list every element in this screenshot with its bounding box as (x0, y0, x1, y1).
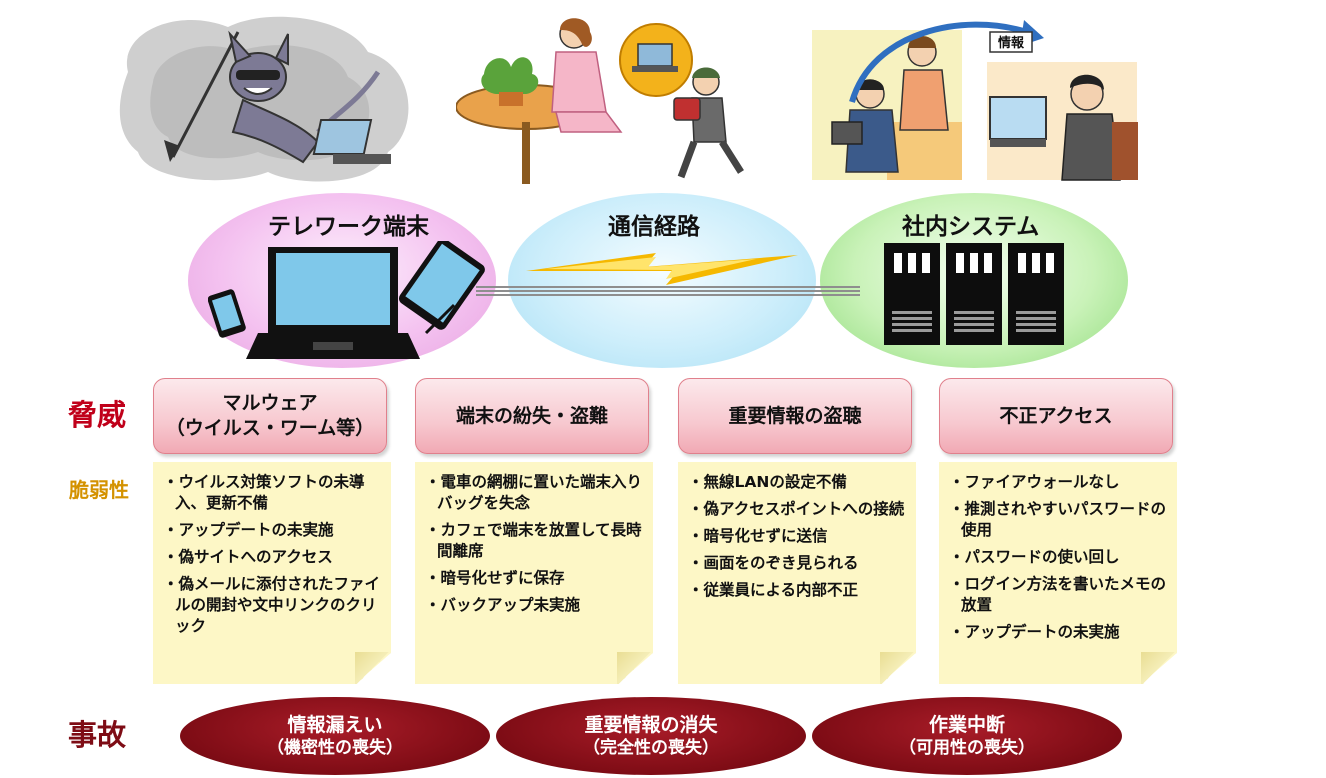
note-fold-corner (355, 652, 391, 684)
threat-device-loss: 端末の紛失・盗難 (415, 378, 649, 454)
monitor-icon (989, 96, 1047, 140)
internal-system-zone: 社内システム (820, 193, 1128, 368)
row-label-accident: 事故 (68, 718, 127, 752)
vulnerability-item: 電車の網棚に置いた端末入りバッグを失念 (425, 472, 645, 514)
telework-terminal-zone: テレワーク端末 (188, 193, 496, 368)
info-tag-label: 情報 (998, 35, 1025, 51)
accident-sub: （可用性の喪失） (899, 738, 1035, 759)
communication-route-zone: 通信経路 (508, 193, 816, 368)
accident-main: 情報漏えい (287, 713, 383, 736)
threat-malware: マルウェア （ウイルス・ワーム等） (153, 378, 387, 454)
vulnerability-item: アップデートの未実施 (949, 622, 1169, 643)
threat-wiretapping: 重要情報の盗聴 (678, 378, 912, 454)
vulnerability-item: 暗号化せずに送信 (688, 526, 908, 547)
vulnerability-item: 無線LANの設定不備 (688, 472, 908, 493)
vulnerability-item: ウイルス対策ソフトの未導入、更新不備 (163, 472, 383, 514)
row-label-vulnerability: 脆弱性 (69, 478, 129, 502)
zone-title-route: 通信経路 (608, 214, 700, 240)
server-rack-icon (884, 243, 1064, 345)
vulnerability-item: 従業員による内部不正 (688, 580, 908, 601)
zone-title-system: 社内システム (902, 214, 1040, 240)
note-fold-corner (1141, 652, 1177, 684)
vulnerability-item: バックアップ未実施 (425, 595, 645, 616)
threat-line1: 重要情報の盗聴 (728, 404, 862, 427)
note-fold-corner (617, 652, 653, 684)
threat-unauthorized-access: 不正アクセス (939, 378, 1173, 454)
office-intrusion-illustration: 情報 (812, 20, 1138, 181)
vulnerability-note-access: ファイアウォールなし 推測されやすいパスワードの使用 パスワードの使い回し ログ… (939, 462, 1177, 684)
vulnerability-note-malware: ウイルス対策ソフトの未導入、更新不備 アップデートの未実施 偽サイトへのアクセス… (153, 462, 391, 684)
vulnerability-item: 偽サイトへのアクセス (163, 547, 383, 568)
zone-title-terminal: テレワーク端末 (268, 214, 429, 240)
vulnerability-item: 画面をのぞき見られる (688, 553, 908, 574)
accident-data-loss: 重要情報の消失 （完全性の喪失） (496, 697, 806, 775)
vulnerability-item: カフェで端末を放置して長時間離席 (425, 520, 645, 562)
threat-line1: 不正アクセス (999, 404, 1113, 427)
accident-sub: （完全性の喪失） (583, 738, 719, 759)
lightning-icon (526, 253, 798, 285)
network-link-lines (476, 286, 860, 296)
cafe-theft-illustration (456, 18, 744, 184)
vulnerability-note-loss: 電車の網棚に置いた端末入りバッグを失念 カフェで端末を放置して長時間離席 暗号化… (415, 462, 653, 684)
laptop-icon (312, 119, 373, 155)
vulnerability-item: 推測されやすいパスワードの使用 (949, 499, 1169, 541)
bag-icon (673, 97, 701, 121)
accident-information-leak: 情報漏えい （機密性の喪失） (180, 697, 490, 775)
vulnerability-item: ファイアウォールなし (949, 472, 1169, 493)
vulnerability-item: パスワードの使い回し (949, 547, 1169, 568)
vulnerability-item: アップデートの未実施 (163, 520, 383, 541)
vulnerability-note-wiretap: 無線LANの設定不備 偽アクセスポイントへの接続 暗号化せずに送信 画面をのぞき… (678, 462, 916, 684)
threat-line1: マルウェア (222, 392, 318, 415)
accident-sub: （機密性の喪失） (267, 738, 403, 759)
note-fold-corner (880, 652, 916, 684)
malware-devil-illustration (119, 16, 409, 182)
accident-main: 重要情報の消失 (584, 713, 718, 736)
vulnerability-item: 偽アクセスポイントへの接続 (688, 499, 908, 520)
accident-work-interruption: 作業中断 （可用性の喪失） (812, 697, 1122, 775)
threat-line1: 端末の紛失・盗難 (455, 404, 608, 427)
laptop-tablet-icon (208, 241, 485, 359)
vulnerability-item: 偽メールに添付されたファイルの開封や文中リンクのクリック (163, 574, 383, 637)
vulnerability-item: 暗号化せずに保存 (425, 568, 645, 589)
vulnerability-item: ログイン方法を書いたメモの放置 (949, 574, 1169, 616)
accident-main: 作業中断 (928, 713, 1005, 736)
row-label-threat: 脅威 (68, 398, 127, 432)
threat-line2: （ウイルス・ワーム等） (165, 417, 375, 439)
